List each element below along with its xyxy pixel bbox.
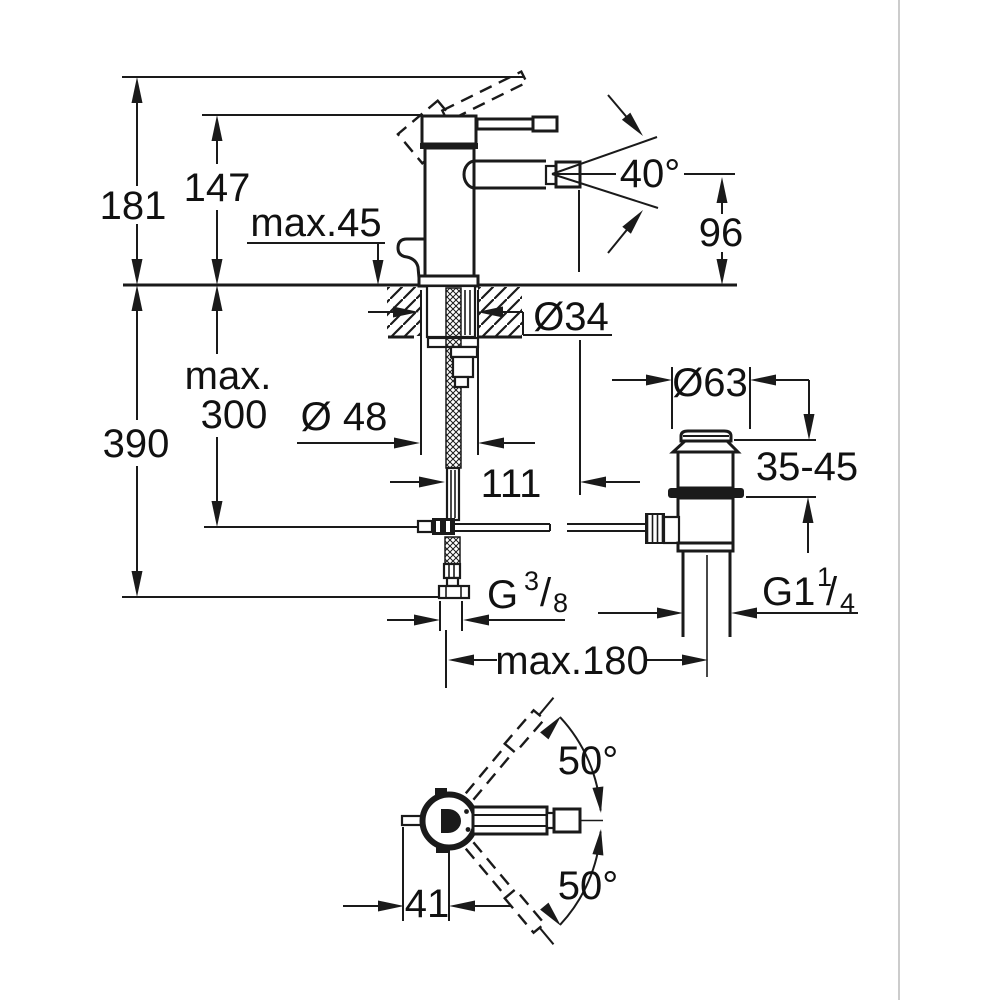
dim-111-label: 111 bbox=[481, 462, 542, 506]
dim-390-label: 390 bbox=[103, 422, 170, 466]
dim-max45-label: max.45 bbox=[250, 201, 381, 245]
dim-o48-label: Ø 48 bbox=[301, 395, 388, 439]
cartridge-top-mark bbox=[441, 809, 461, 833]
top-view-handle-swing: 50° 50° 41 bbox=[343, 697, 619, 945]
waste-flange bbox=[668, 488, 744, 498]
dim-g38-label: G bbox=[487, 573, 518, 617]
dimension-max180: max.180 bbox=[445, 630, 708, 688]
dimension-o63: Ø63 bbox=[612, 361, 809, 429]
popup-waste-assembly bbox=[645, 429, 744, 677]
dimension-181-390: 181 390 bbox=[100, 77, 439, 598]
dim-96-label: 96 bbox=[699, 211, 744, 255]
dimension-o48: Ø 48 bbox=[297, 290, 535, 455]
lever-swing-dashed-upper bbox=[464, 697, 555, 801]
dim-300-label: 300 bbox=[201, 393, 268, 437]
dim-g38-sup: 3 bbox=[524, 566, 539, 596]
dim-50deg-upper-label: 50° bbox=[558, 739, 619, 783]
lever-tip bbox=[531, 115, 559, 133]
dim-o63-label: Ø63 bbox=[672, 361, 748, 405]
dim-max-label: max. bbox=[185, 354, 272, 398]
dim-41-label: 41 bbox=[405, 882, 450, 926]
dim-35-45-label: 35-45 bbox=[756, 445, 858, 489]
dimension-35-45: 35-45 bbox=[734, 380, 858, 553]
front-view-faucet bbox=[122, 69, 737, 288]
dim-181-label: 181 bbox=[100, 184, 167, 228]
lever-top bbox=[471, 805, 549, 836]
spout bbox=[462, 159, 546, 190]
dimension-147-max300: 147 max. 300 bbox=[184, 115, 418, 528]
dim-g114-label: G1 bbox=[762, 570, 815, 614]
hose-nut bbox=[437, 584, 471, 600]
dim-o34-label: Ø34 bbox=[533, 295, 609, 339]
lever-tip-top bbox=[552, 807, 582, 834]
lever-handle bbox=[475, 117, 535, 131]
popup-rod-hook bbox=[396, 237, 425, 279]
dimension-40deg-96: 40° 96 bbox=[607, 94, 744, 285]
dim-g114-sub: 4 bbox=[840, 588, 855, 618]
rod-tee-junction bbox=[432, 518, 455, 535]
dimension-g114: G1 1 / 4 bbox=[598, 562, 858, 619]
dimension-g38: G 3 / 8 bbox=[387, 566, 568, 631]
dim-max180-label: max.180 bbox=[495, 639, 648, 683]
dim-g38-sub: 8 bbox=[553, 588, 568, 618]
dim-g38-slash: / bbox=[540, 571, 552, 615]
dimension-o34: Ø34 bbox=[368, 295, 612, 339]
cartridge-head bbox=[420, 114, 478, 146]
dim-g114-sup: 1 bbox=[817, 562, 832, 592]
base-flange bbox=[417, 274, 480, 288]
dim-50deg-lower-label: 50° bbox=[558, 864, 619, 908]
dim-g114-slash: / bbox=[826, 570, 838, 614]
dim-40deg-label: 40° bbox=[620, 152, 681, 196]
dimension-111: 111 bbox=[390, 340, 640, 506]
lever-swing-dashed-lower bbox=[464, 841, 555, 945]
dimension-41: 41 bbox=[343, 827, 512, 926]
dimension-max45: max.45 bbox=[247, 201, 385, 285]
shank-and-hose bbox=[416, 284, 647, 600]
dim-147-label: 147 bbox=[184, 166, 251, 210]
rod-knurled-knob bbox=[645, 513, 665, 544]
